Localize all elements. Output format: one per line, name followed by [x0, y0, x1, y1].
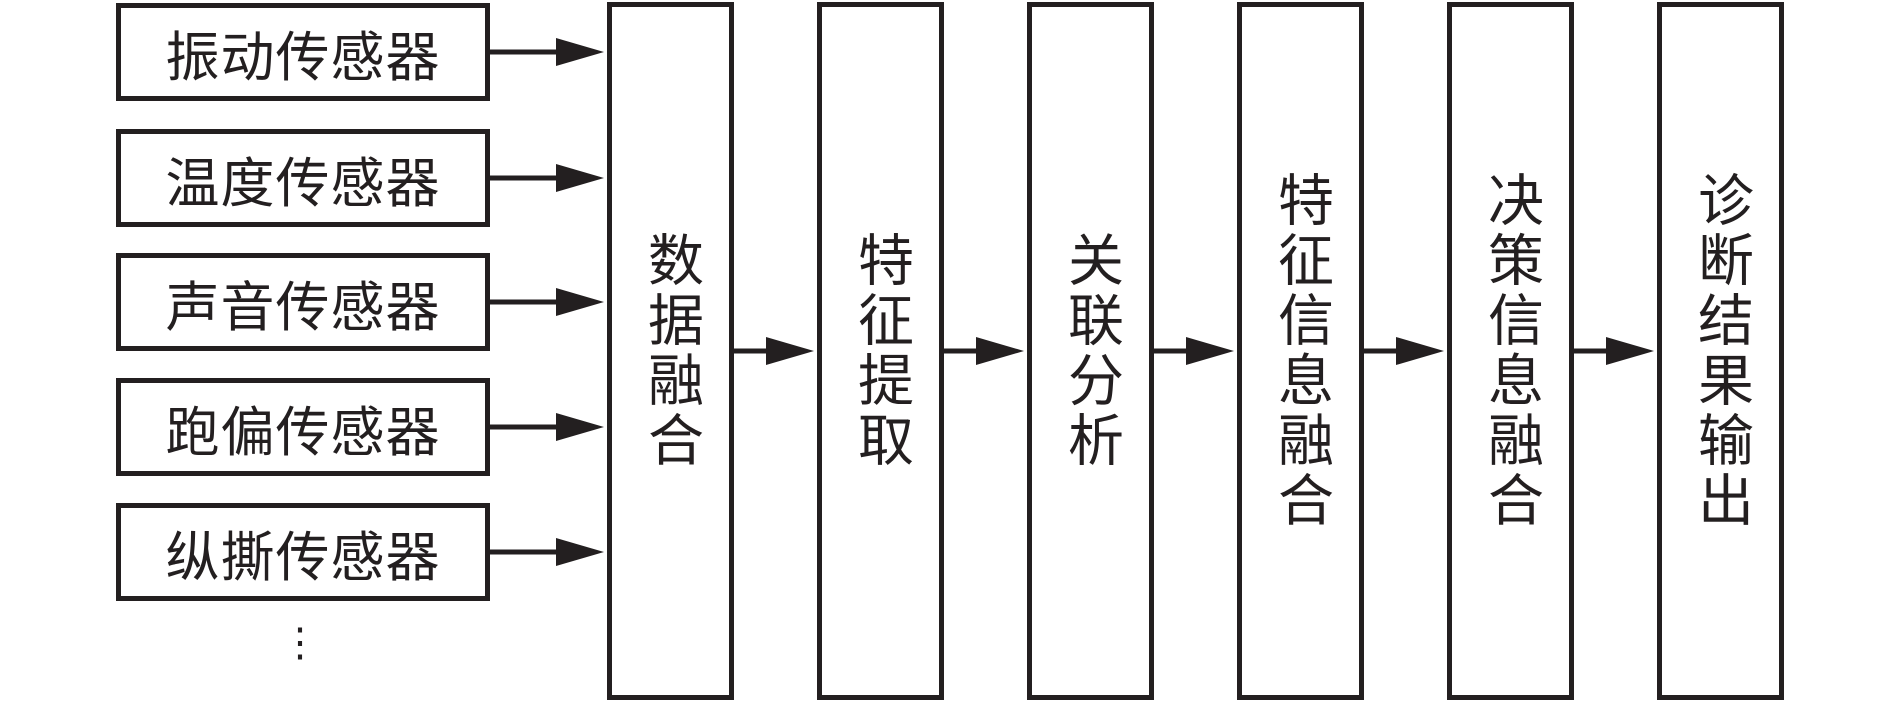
stage-box-correlation-analysis: 关联分析: [1027, 2, 1154, 700]
sensor-arrow-2: [490, 164, 604, 192]
stage-label-diagnosis-output: 诊断结果输出: [1688, 171, 1754, 531]
sensor-box-deviation: 跑偏传感器: [116, 378, 490, 476]
stage-box-feature-info-fusion: 特征信息融合: [1237, 2, 1364, 700]
stage-label-correlation-analysis: 关联分析: [1058, 231, 1124, 471]
sensor-label-sound: 声音传感器: [165, 275, 441, 339]
stage-box-data-fusion: 数据融合: [607, 2, 734, 700]
stage-label-feature-info-fusion: 特征信息融合: [1268, 171, 1334, 531]
stage-arrow-2: [944, 337, 1024, 365]
sensor-arrow-5: [490, 538, 604, 566]
stage-arrow-5: [1574, 337, 1654, 365]
stage-box-diagnosis-output: 诊断结果输出: [1657, 2, 1784, 700]
stage-arrow-1: [734, 337, 814, 365]
sensor-box-vibration: 振动传感器: [116, 3, 490, 101]
stage-box-feature-extraction: 特征提取: [817, 2, 944, 700]
more-sensors-ellipsis: ⋮: [277, 620, 323, 660]
stage-label-decision-info-fusion: 决策信息融合: [1478, 171, 1544, 531]
sensor-arrow-4: [490, 413, 604, 441]
sensor-label-vibration: 振动传感器: [165, 25, 441, 89]
sensor-label-deviation: 跑偏传感器: [165, 400, 441, 464]
stage-label-feature-extraction: 特征提取: [848, 231, 914, 471]
sensor-box-temperature: 温度传感器: [116, 129, 490, 227]
stage-arrow-4: [1364, 337, 1444, 365]
sensor-box-sound: 声音传感器: [116, 253, 490, 351]
sensor-arrow-3: [490, 288, 604, 316]
sensor-arrow-1: [490, 38, 604, 66]
stage-arrow-3: [1154, 337, 1234, 365]
sensor-label-temperature: 温度传感器: [165, 151, 441, 215]
stage-label-data-fusion: 数据融合: [638, 231, 704, 471]
stage-box-decision-info-fusion: 决策信息融合: [1447, 2, 1574, 700]
sensor-label-tear: 纵撕传感器: [165, 525, 441, 589]
sensor-box-tear: 纵撕传感器: [116, 503, 490, 601]
